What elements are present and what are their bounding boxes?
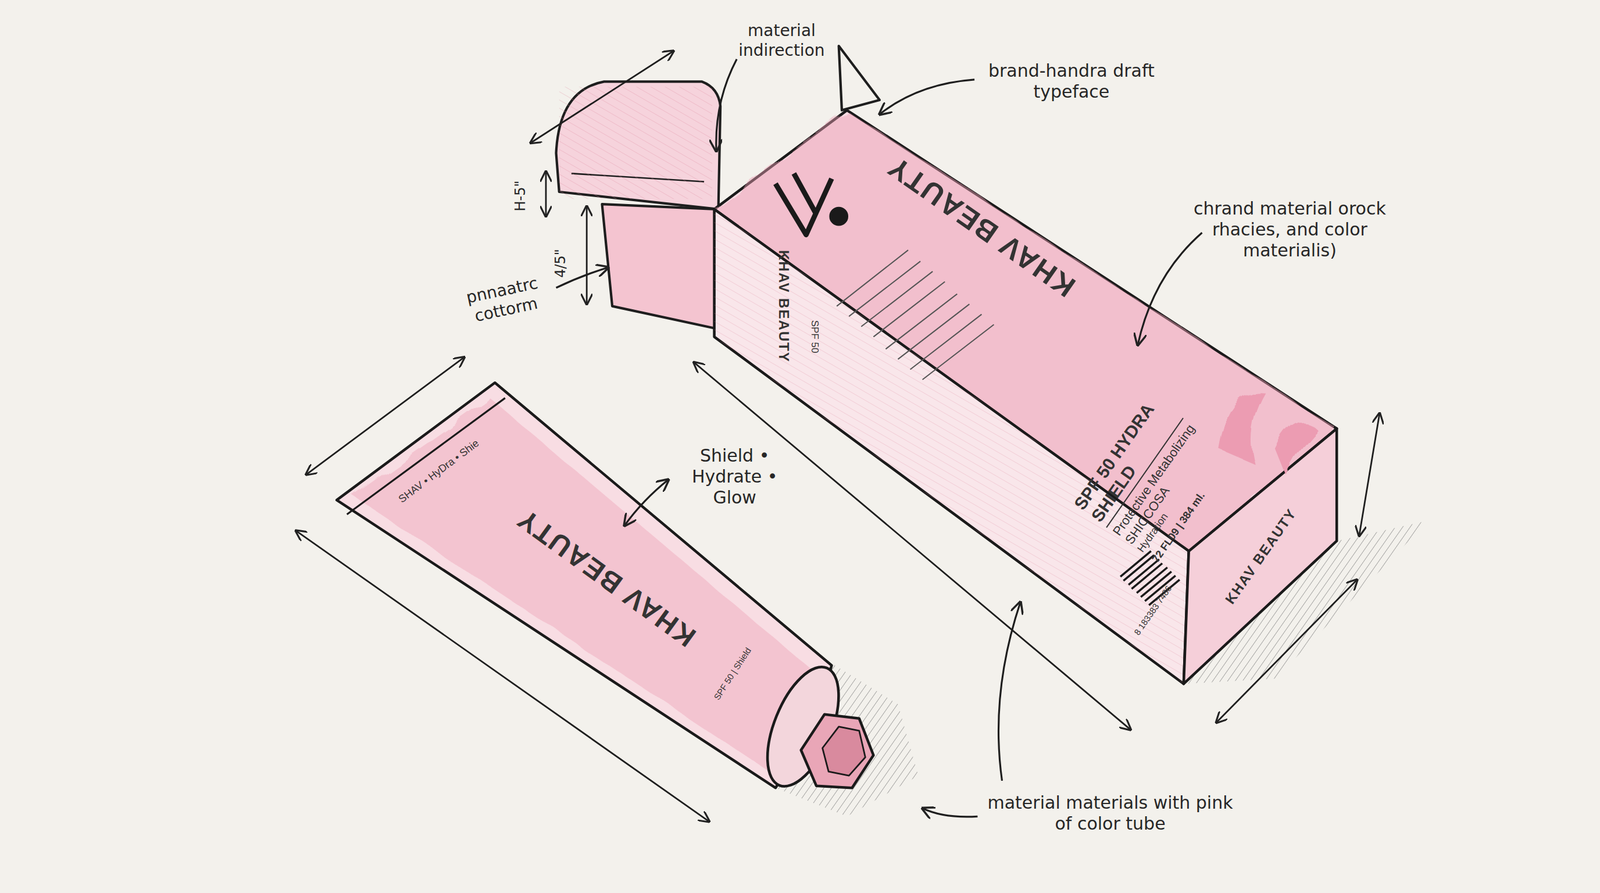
annotation: material indirection <box>720 21 843 61</box>
brand-name: KHAV BEAUTY <box>775 250 793 363</box>
brand-name: KHAV BEAUTY <box>510 501 702 654</box>
annotation: Shield • Hydrate • Glow <box>682 445 788 509</box>
annotation: material materials with pink of color tu… <box>982 792 1239 835</box>
product-text: SPF 50 <box>808 320 820 354</box>
face-text-group: SPF 50 HYDRA SHIELDProtective Metabolizi… <box>1069 363 1257 566</box>
carton-box <box>714 110 1338 685</box>
annotation: chrand material orock rhacies, and color… <box>1190 198 1389 262</box>
leader-arrows <box>556 59 1203 817</box>
brand-name: KHAV BEAUTY <box>881 148 1082 305</box>
dimension-lines <box>295 51 1380 822</box>
barcode-number: 8 183383 7486 <box>1131 583 1174 638</box>
dimension: 4/5" <box>551 248 569 278</box>
annotation: brand-handra draft typeface <box>966 60 1177 103</box>
dimension: H-5" <box>512 180 530 212</box>
tube-text: SPF 50 | Shield <box>711 645 754 702</box>
brand-name: KHAV BEAUTY <box>1222 505 1301 607</box>
tube-text: SHAV • HyDra • Shie <box>395 437 482 506</box>
annotation: pnnaatrc cottorm <box>448 270 560 331</box>
